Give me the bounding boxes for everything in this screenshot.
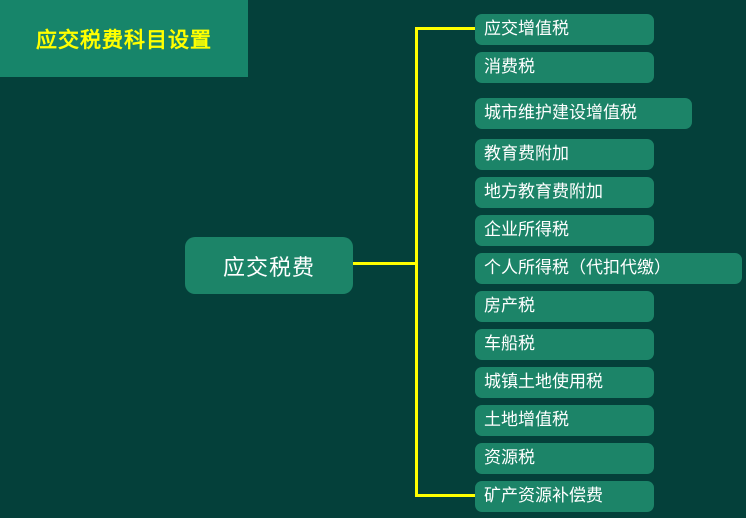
branch-node-label: 教育费附加 bbox=[484, 144, 569, 164]
branch-node[interactable]: 土地增值税 bbox=[475, 405, 654, 436]
branch-node[interactable]: 消费税 bbox=[475, 52, 654, 83]
connector-vertical-trunk bbox=[415, 27, 418, 497]
branch-node-label: 消费税 bbox=[484, 57, 535, 77]
branch-node[interactable]: 应交增值税 bbox=[475, 14, 654, 45]
branch-node[interactable]: 矿产资源补偿费 bbox=[475, 481, 654, 512]
branch-node[interactable]: 教育费附加 bbox=[475, 139, 654, 170]
branch-node[interactable]: 城市维护建设增值税 bbox=[475, 98, 692, 129]
root-node[interactable]: 应交税费 bbox=[185, 237, 353, 294]
connector-root-to-trunk bbox=[353, 262, 418, 265]
branch-node-label: 个人所得税（代扣代缴） bbox=[484, 258, 671, 278]
branch-node-label: 城镇土地使用税 bbox=[484, 372, 603, 392]
branch-node[interactable]: 地方教育费附加 bbox=[475, 177, 654, 208]
branch-node[interactable]: 企业所得税 bbox=[475, 215, 654, 246]
root-node-label: 应交税费 bbox=[222, 255, 315, 281]
branch-node-label: 地方教育费附加 bbox=[484, 182, 603, 202]
diagram-title-box: 应交税费科目设置 bbox=[0, 0, 248, 77]
branch-node-label: 资源税 bbox=[484, 448, 535, 468]
branch-node[interactable]: 车船税 bbox=[475, 329, 654, 360]
branch-node-label: 土地增值税 bbox=[484, 410, 569, 430]
branch-node-label: 车船税 bbox=[484, 334, 535, 354]
branch-node-label: 企业所得税 bbox=[484, 220, 569, 240]
diagram-title-text: 应交税费科目设置 bbox=[36, 27, 212, 52]
branch-node-label: 城市维护建设增值税 bbox=[484, 103, 637, 123]
branch-node[interactable]: 资源税 bbox=[475, 443, 654, 474]
branch-node-label: 房产税 bbox=[484, 296, 535, 316]
branch-node-label: 矿产资源补偿费 bbox=[484, 486, 603, 506]
branch-node[interactable]: 个人所得税（代扣代缴） bbox=[475, 253, 742, 284]
branch-node[interactable]: 房产税 bbox=[475, 291, 654, 322]
connector-trunk-to-last-branch bbox=[415, 494, 477, 497]
branch-node-label: 应交增值税 bbox=[484, 19, 569, 39]
connector-trunk-to-first-branch bbox=[415, 27, 477, 30]
branch-node[interactable]: 城镇土地使用税 bbox=[475, 367, 654, 398]
